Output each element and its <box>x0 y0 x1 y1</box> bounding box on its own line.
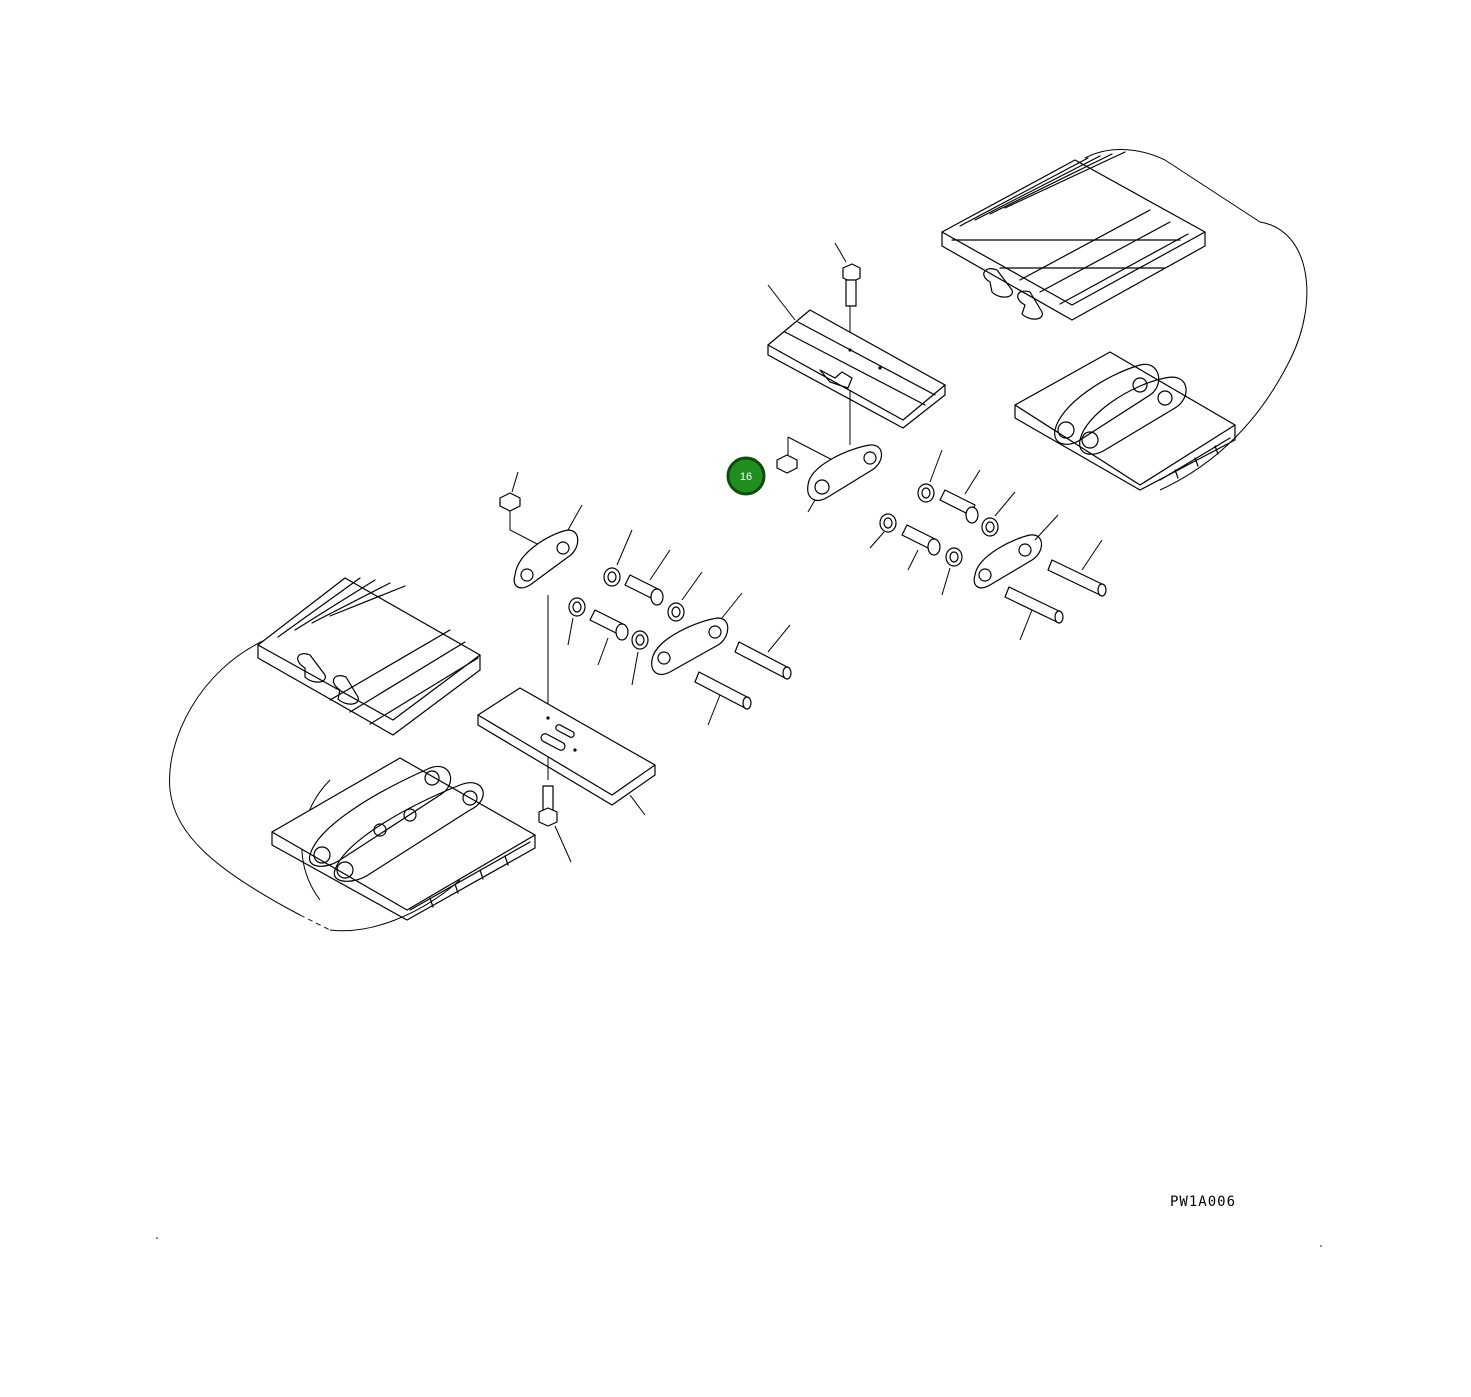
pin-left-upper <box>734 624 792 680</box>
master-link-upper <box>807 444 883 513</box>
callout-16-label[interactable]: 16 <box>740 471 752 483</box>
track-shoe-upper <box>767 284 946 429</box>
bushing-upper <box>939 469 981 524</box>
link-left <box>513 504 583 589</box>
pin-left-lower <box>694 671 752 726</box>
pin-right-upper <box>1047 539 1107 597</box>
track-shoe-lower <box>477 595 656 816</box>
drawing-code: PW1A006 <box>1170 1194 1236 1210</box>
track-assembly-lower-left <box>169 577 536 932</box>
callout-16-circle[interactable] <box>726 456 766 496</box>
link-right <box>973 514 1059 589</box>
bushing-left-upper <box>624 549 671 606</box>
shoe-nut-left <box>499 471 546 549</box>
exploded-parts <box>477 242 1107 863</box>
track-assembly-upper-right <box>941 149 1308 491</box>
pin-right-lower <box>1004 586 1064 641</box>
bushing-lower <box>901 524 941 571</box>
callout-16[interactable]: 16 <box>726 456 766 496</box>
bushing-left-lower <box>589 609 629 666</box>
master-link-left <box>651 592 743 675</box>
shoe-bolt-bottom <box>538 785 572 863</box>
